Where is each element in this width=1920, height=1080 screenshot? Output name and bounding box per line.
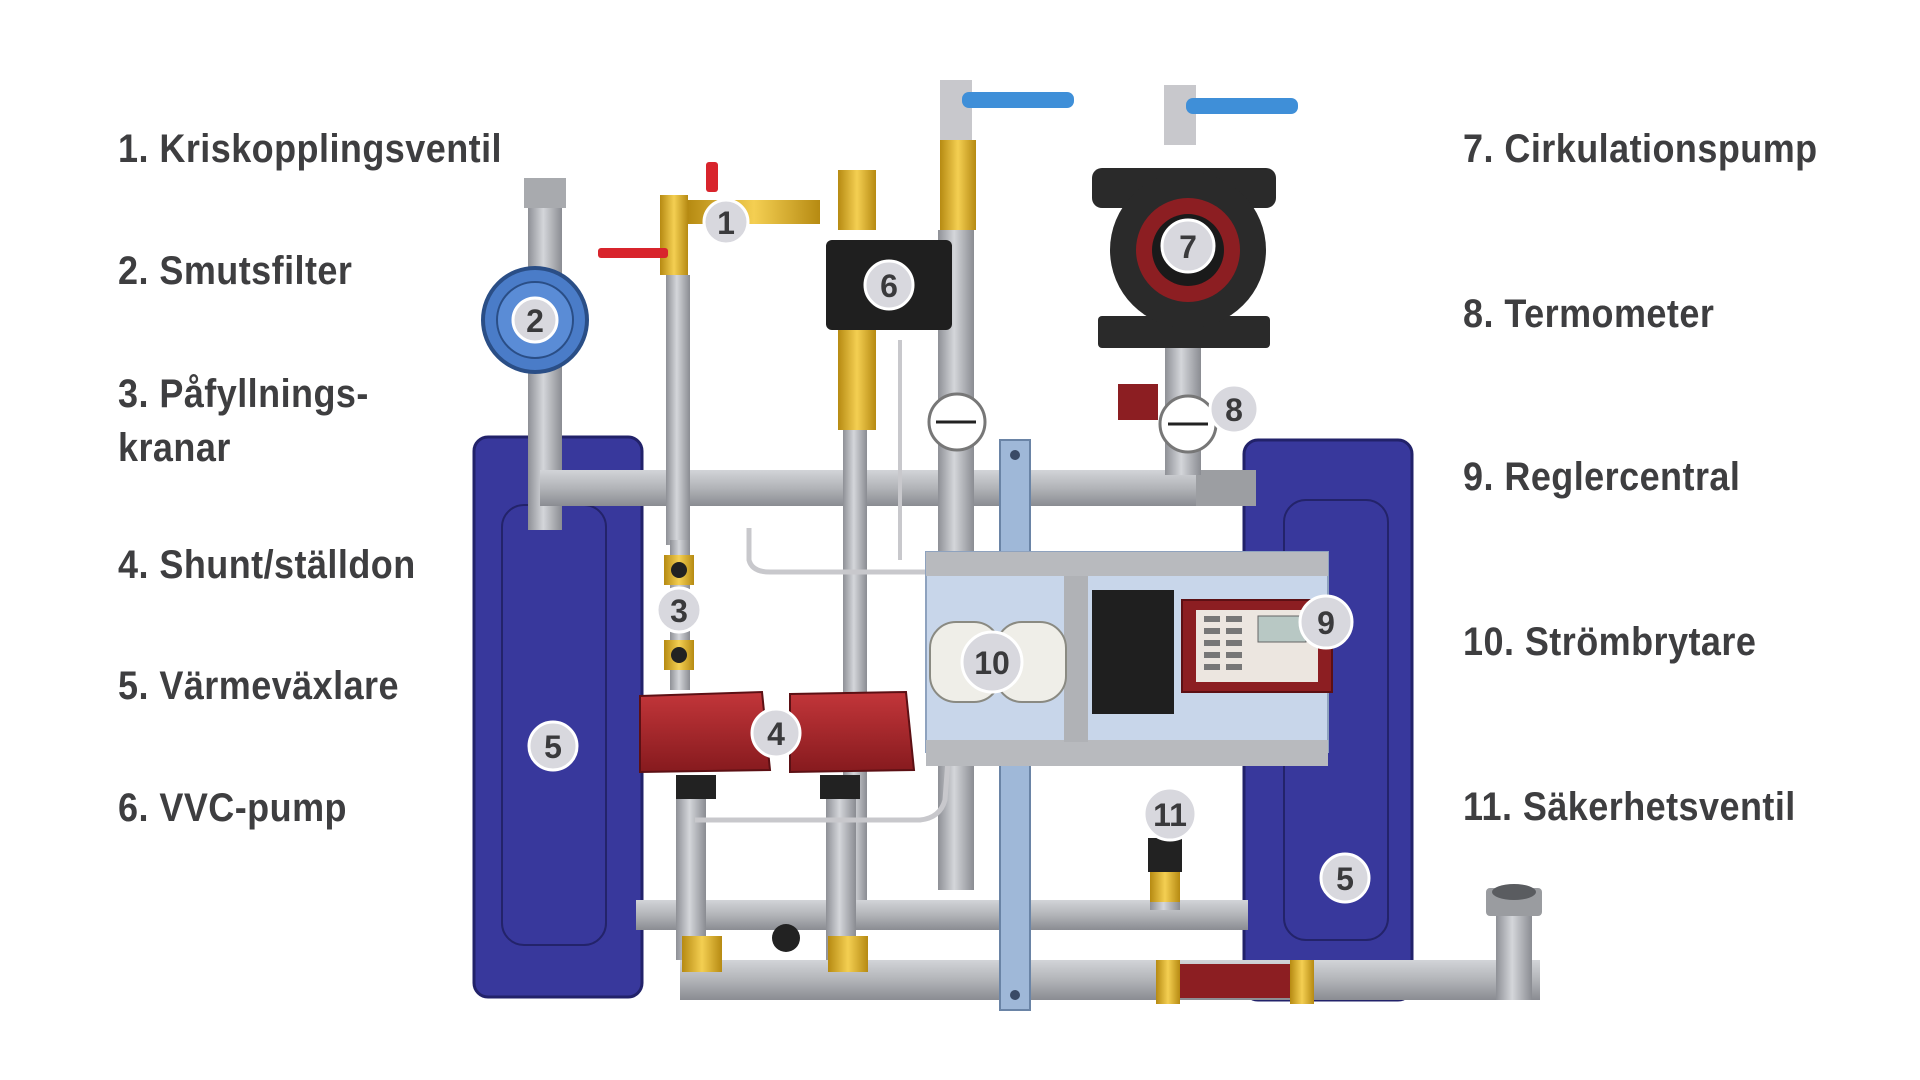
crisis-valve <box>598 162 820 275</box>
legend-item-10: 10. Strömbrytare <box>1463 620 1757 664</box>
callout-3: 3 <box>655 586 703 634</box>
svg-text:10: 10 <box>974 645 1010 681</box>
legend-item-3: 3. Påfyllnings- kranar <box>118 372 369 470</box>
legend-item-5: 5. Värmeväxlare <box>118 664 399 708</box>
svg-text:7: 7 <box>1179 229 1197 265</box>
thermometers <box>927 384 1218 454</box>
svg-text:5: 5 <box>544 729 562 765</box>
callout-10: 10 <box>960 630 1024 694</box>
svg-text:2: 2 <box>526 303 544 339</box>
svg-text:9: 9 <box>1317 605 1335 641</box>
svg-text:11: 11 <box>1153 797 1187 833</box>
callout-5-left: 5 <box>527 720 579 772</box>
svg-text:8: 8 <box>1225 392 1243 428</box>
ball-valve-left <box>940 80 1074 230</box>
shunt-actuators <box>639 690 916 799</box>
callout-1: 1 <box>702 198 750 246</box>
legend-item-6: 6. VVC-pump <box>118 786 347 830</box>
legend-item-2: 2. Smutsfilter <box>118 249 353 293</box>
svg-text:1: 1 <box>717 205 735 241</box>
svg-text:3: 3 <box>670 593 688 629</box>
callout-9: 9 <box>1298 594 1354 650</box>
svg-text:5: 5 <box>1336 861 1354 897</box>
callout-2: 2 <box>511 296 559 344</box>
bottom-fittings <box>682 924 1314 1004</box>
callout-7: 7 <box>1160 218 1216 274</box>
safety-valve <box>1148 838 1182 902</box>
legend-item-7: 7. Cirkulationspump <box>1463 127 1818 171</box>
callout-4: 4 <box>750 707 802 759</box>
legend-item-4: 4. Shunt/ställdon <box>118 543 416 587</box>
legend-item-1: 1. Kriskopplingsventil <box>118 127 502 171</box>
callout-8: 8 <box>1208 383 1260 435</box>
dirt-filter <box>481 266 589 374</box>
svg-text:6: 6 <box>880 268 898 304</box>
callout-11: 11 <box>1142 786 1198 842</box>
legend-item-11: 11. Säkerhetsventil <box>1463 785 1796 829</box>
callout-6: 6 <box>863 259 915 311</box>
ball-valve-right <box>1164 85 1298 145</box>
svg-text:4: 4 <box>767 716 785 752</box>
legend-item-9: 9. Reglercentral <box>1463 455 1741 499</box>
callout-5-right: 5 <box>1319 852 1371 904</box>
control-unit-box <box>1092 590 1174 714</box>
legend-item-8: 8. Termometer <box>1463 292 1715 336</box>
